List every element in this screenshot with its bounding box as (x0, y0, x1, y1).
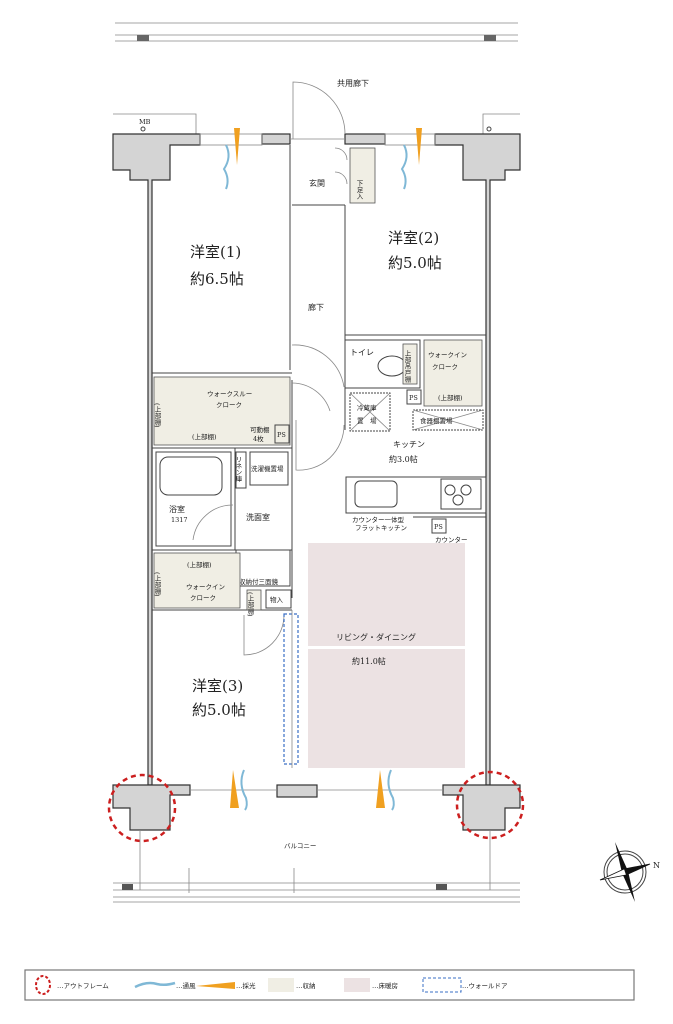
legend: …アウトフレーム …通風 …採光 …収納 …床暖房 …ウォールドア (24, 969, 635, 1001)
mb-label: MB (139, 118, 151, 126)
walkthrough-label: ウォークスルー (207, 390, 252, 398)
ps-label: PS (409, 394, 418, 402)
linen-label: リネン庫 (234, 456, 242, 483)
toilet-label: トイレ (350, 348, 374, 357)
room3-size: 約5.0帖 (192, 701, 246, 719)
wic-upper-label: ウォークイン (428, 351, 467, 359)
legend-daylight: …採光 (236, 981, 256, 990)
room3-name: 洋室(3) (192, 677, 243, 695)
toilet-cabinet-label: 上部吊戸棚 (403, 349, 411, 384)
dish-cabinet-label: 食器棚置場 (420, 416, 453, 425)
north-label: N (653, 861, 660, 870)
room1-size: 約6.5帖 (190, 270, 244, 288)
washer-label: 洗濯機置場 (251, 464, 284, 473)
ventilation-icon (387, 769, 395, 811)
daylight-legend-icon (196, 982, 235, 989)
ventilation-icon (400, 144, 408, 190)
legend-wall-door: …ウォールドア (462, 982, 508, 990)
upper-shelf-label: (上部棚) (246, 592, 254, 617)
storage-label: 物入 (270, 595, 284, 604)
wic-lower-label: ウォークイン (186, 583, 225, 591)
legend-outframe: …アウトフレーム (57, 982, 109, 990)
shoe-storage-label: 下足入 (355, 180, 363, 200)
ventilation-icon (222, 144, 230, 190)
upper-shelf-label: (上部棚) (192, 432, 217, 441)
balcony-label: バルコニー (284, 842, 316, 850)
hallway-label: 廊下 (308, 302, 324, 312)
ventilation-legend-icon (134, 981, 176, 989)
ps-label: PS (434, 523, 443, 531)
ld-name: リビング・ダイニング (336, 632, 416, 642)
upper-shelf-label: (上部棚) (153, 572, 161, 597)
wic-lower-label2: クローク (190, 594, 216, 602)
ventilation-icon (240, 769, 248, 811)
common-corridor-label: 共用廊下 (337, 78, 369, 88)
room2-size: 約5.0帖 (388, 254, 442, 272)
movable-shelf-label2: 4枚 (253, 434, 264, 443)
washroom-label: 洗面室 (246, 512, 270, 522)
storage-legend-icon (268, 978, 294, 992)
legend-floor-heating: …床暖房 (372, 981, 398, 990)
room2-name: 洋室(2) (388, 229, 439, 247)
floor-heating-area (308, 649, 465, 768)
bath-size: 1317 (171, 516, 188, 524)
floor-heating-legend-icon (344, 978, 370, 992)
ld-size: 約11.0帖 (352, 656, 386, 666)
kitchen-size: 約3.0帖 (389, 454, 418, 464)
legend-ventilation: …通風 (176, 981, 196, 990)
compass-icon: N (599, 842, 660, 902)
outer-walls (112, 133, 521, 831)
upper-shelf-label: (上部棚) (438, 393, 463, 402)
balcony-railing (113, 830, 520, 903)
daylight-icon (376, 770, 385, 808)
wall-door-legend-icon (422, 977, 462, 993)
walkthrough-label2: クローク (216, 401, 242, 409)
top-railing (115, 22, 518, 42)
vanity-storage-label: 収納付三面鏡 (239, 577, 279, 586)
legend-storage: …収納 (296, 981, 316, 990)
outframe-marker (455, 770, 525, 840)
room1-name: 洋室(1) (190, 243, 241, 261)
daylight-icon (230, 770, 239, 808)
bath-label: 浴室 (169, 504, 185, 514)
outframe-legend-icon (35, 975, 51, 995)
genkan-label: 玄関 (309, 178, 325, 188)
counter-kitchen-label2: フラットキッチン (355, 524, 407, 532)
daylight-icon (234, 128, 240, 165)
ps-label: PS (277, 431, 286, 439)
upper-shelf-label: (上部棚) (187, 560, 212, 569)
entrance-door (292, 81, 346, 139)
fridge-label: 冷蔵庫 (357, 403, 377, 412)
movable-shelf-label: 可動棚 (250, 425, 270, 434)
upper-shelf-label: (上部棚) (153, 403, 161, 428)
wall-door (283, 613, 299, 765)
floor-heating-area (308, 543, 465, 646)
kitchen-name: キッチン (393, 440, 425, 449)
daylight-icon (416, 128, 422, 165)
counter-kitchen-label: カウンター一体型 (352, 515, 405, 524)
counter-label: カウンター (435, 535, 468, 544)
fridge-label2: 置 場 (357, 416, 377, 425)
outframe-marker (107, 773, 177, 843)
wic-upper-label2: クローク (432, 363, 458, 371)
